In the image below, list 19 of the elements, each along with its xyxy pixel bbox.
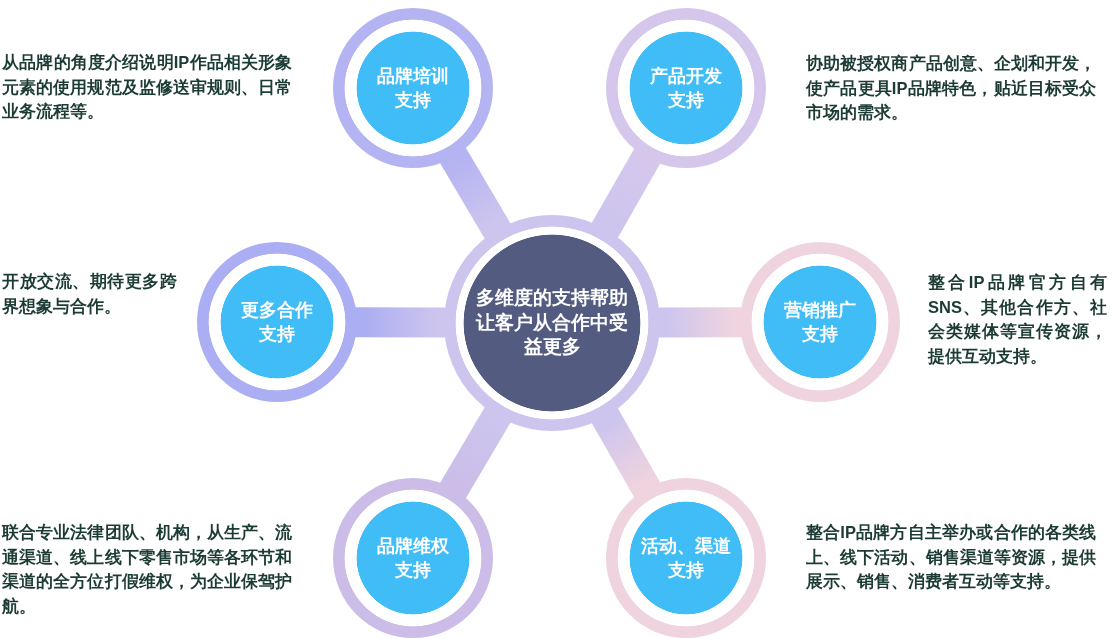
topic-label: 品牌培训支持 bbox=[376, 65, 450, 112]
topic-label: 更多合作支持 bbox=[240, 299, 314, 346]
description-text: 联合专业法律团队、机构，从生产、流通渠道、线上线下零售市场等各环节和渠道的全方位打假维权，为企业保驾护航。 bbox=[2, 522, 293, 617]
connector bbox=[591, 148, 661, 238]
topic-label: 活动、渠道支持 bbox=[640, 535, 732, 582]
connector bbox=[439, 147, 511, 239]
connector bbox=[439, 407, 511, 499]
connector bbox=[658, 307, 742, 338]
center-label: 多维度的支持帮助让客户从合作中受益更多 bbox=[474, 286, 629, 360]
description-text: 开放交流、期待更多跨界想象与合作。 bbox=[2, 271, 177, 317]
description-text: 整合IP品牌官方自有SNS、其他合作方、社会类媒体等宣传资源，提供互动支持。 bbox=[928, 272, 1107, 367]
description-text: 从品牌的角度介绍说明IP作品相关形象元素的使用规范及监修送审规则、日常业务流程等。 bbox=[2, 52, 293, 122]
topic-label: 营销推广支持 bbox=[783, 299, 857, 346]
description-text: 整合IP品牌方自主举办或合作的各类线上、线下活动、销售渠道等资源，提供展示、销售、消费者互动等支持。 bbox=[806, 522, 1097, 592]
topic-label: 品牌维权支持 bbox=[376, 535, 450, 582]
topic-label: 产品开发支持 bbox=[649, 65, 723, 112]
description-text: 协助被授权商产品创意、企划和开发，使产品更具IP品牌特色，贴近目标受众市场的需求。 bbox=[806, 53, 1097, 123]
connector bbox=[591, 408, 661, 498]
connector bbox=[355, 307, 446, 338]
